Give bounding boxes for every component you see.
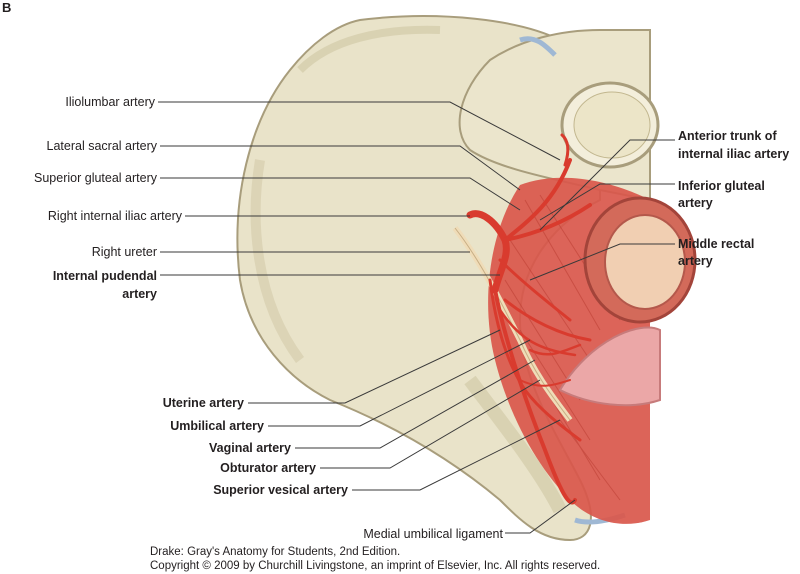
- label-uterine-artery: Uterine artery: [162, 396, 244, 410]
- label-anterior-trunk: Anterior trunk of: [678, 129, 777, 143]
- label-internal-pudendal: Internal pudendal: [52, 269, 157, 283]
- label-right-ureter: Right ureter: [91, 245, 157, 259]
- label-umbilical-artery: Umbilical artery: [170, 419, 264, 433]
- label-anterior-trunk-line2: internal iliac artery: [678, 147, 790, 161]
- label-middle-rectal: Middle rectal: [678, 237, 755, 251]
- label-superior-vesical-artery: Superior vesical artery: [213, 483, 348, 497]
- label-internal-pudendal-line2: artery: [122, 287, 157, 301]
- label-middle-rectal-line2: artery: [678, 254, 713, 268]
- figure-credit: Drake: Gray's Anatomy for Students, 2nd …: [150, 545, 600, 573]
- label-right-internal-iliac-artery: Right internal iliac artery: [47, 209, 182, 223]
- leader-lines: [158, 101, 675, 534]
- figure-letter: B: [2, 0, 12, 15]
- bladder: [558, 326, 661, 407]
- label-obturator-artery: Obturator artery: [220, 461, 316, 475]
- label-superior-gluteal-artery: Superior gluteal artery: [34, 171, 157, 185]
- label-medial-umbilical-ligament: Medial umbilical ligament: [363, 527, 503, 541]
- credit-line-1: Drake: Gray's Anatomy for Students, 2nd …: [150, 546, 401, 558]
- label-iliolumbar-artery: Iliolumbar artery: [65, 95, 155, 109]
- label-lateral-sacral-artery: Lateral sacral artery: [46, 139, 157, 153]
- credit-line-2: Copyright © 2009 by Churchill Livingston…: [150, 560, 601, 572]
- arteries: [466, 133, 592, 505]
- label-vaginal-artery: Vaginal artery: [209, 441, 291, 455]
- label-inferior-gluteal-line2: artery: [678, 196, 713, 210]
- label-inferior-gluteal: Inferior gluteal: [678, 179, 765, 193]
